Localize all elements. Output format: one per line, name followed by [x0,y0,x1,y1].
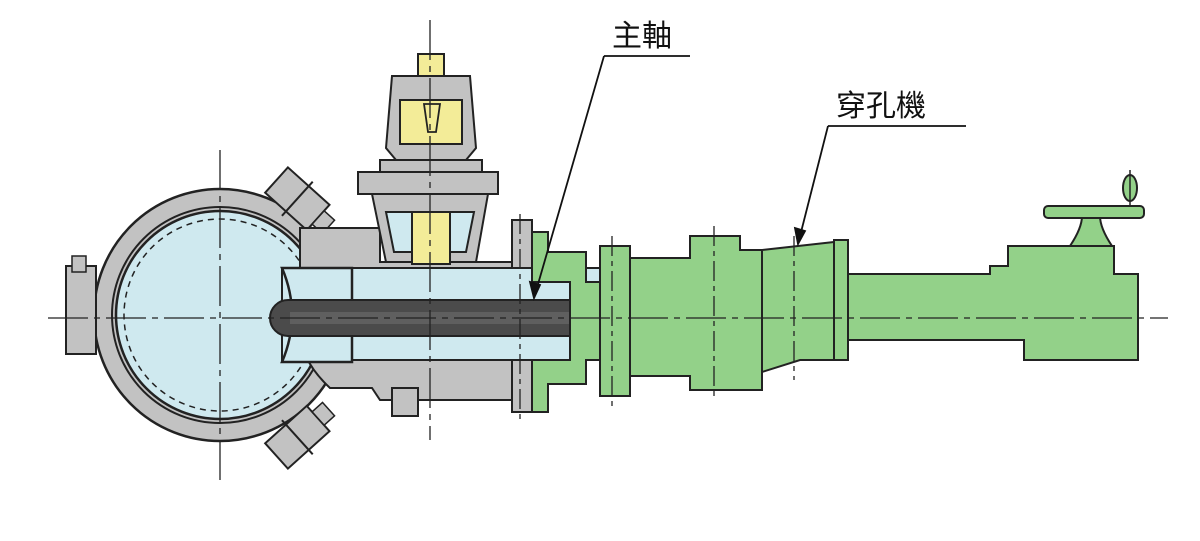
valve-neck [379,159,483,173]
clamp-left-lug [65,265,97,355]
fitting-lower-boss [391,387,419,417]
clamp-left-lug-tab [71,255,87,273]
drilling-machine-label: 穿孔機 [836,89,926,124]
leader-lines [528,55,966,301]
machine-front-body [629,235,763,391]
valve-assembly [357,53,499,265]
valve-stem-tip [422,103,442,133]
drilling-machine-leader [797,125,829,245]
main-shaft-label: 主軸 [612,19,672,54]
drilling-machine [629,170,1145,391]
clamp-lower-bolt [263,401,336,471]
valve-gate-yellow [411,211,451,265]
center-lines [48,20,1168,480]
feed-handle-bar [1043,205,1145,219]
valve-top-cap [417,53,445,77]
main-shaft-highlight [290,312,614,324]
main-shaft-leader [533,55,605,299]
machine-long-barrel [847,245,1139,361]
drilling-machine-arrowhead [793,226,807,247]
machine-collar [833,239,849,361]
machine-taper-housing [761,240,835,374]
adapter-flange [599,245,631,397]
adapter [531,231,631,413]
valve-body-flange [357,171,499,195]
fitting-flange-left-lower [511,359,533,413]
feed-handle-arm [1068,215,1114,247]
main-shaft-arrowhead [528,280,542,301]
